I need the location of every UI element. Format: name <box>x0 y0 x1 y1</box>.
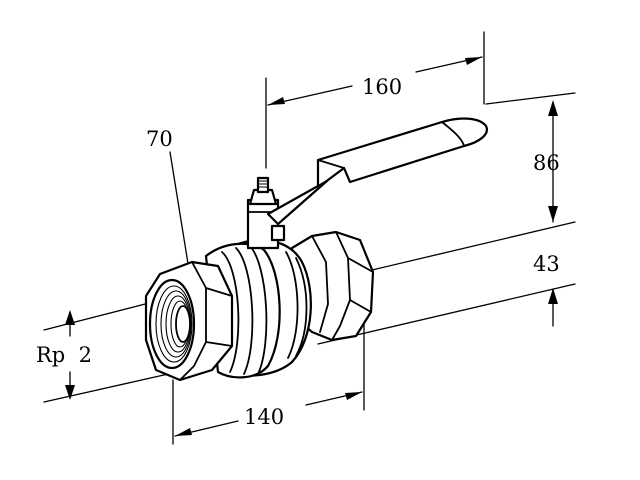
dim-label-thread-size: Rp 2 <box>36 343 92 367</box>
ball-valve <box>144 117 488 382</box>
arrow-86-top <box>548 100 558 116</box>
dim-label-height-above-axis: 86 <box>533 151 560 175</box>
arrow-160-right <box>465 57 482 65</box>
dim-label-height-below-axis: 43 <box>533 252 560 276</box>
arrow-rp-bottom <box>65 385 75 400</box>
arrow-140-left <box>175 428 192 436</box>
dimension-lines <box>43 31 576 445</box>
leader-70 <box>169 151 191 277</box>
lever-handle <box>266 117 488 226</box>
arrow-160-left <box>268 97 285 105</box>
dim-label-across-flats: 70 <box>146 127 173 151</box>
arrow-86-bottom <box>548 206 558 222</box>
threaded-port <box>148 278 196 370</box>
ext-line-top <box>485 92 576 105</box>
ext-line-bottom <box>317 283 576 345</box>
arrow-rp-top <box>65 310 75 325</box>
arrow-43 <box>548 288 558 304</box>
ext-line-rp-bottom <box>43 369 187 403</box>
dimension-labels: 160 86 43 70 Rp 2 140 <box>36 75 560 429</box>
ext-line-axis <box>371 221 576 271</box>
arrow-140-right <box>345 392 362 400</box>
dim-label-body-length: 140 <box>244 405 284 429</box>
dim-label-handle-length: 160 <box>362 75 402 99</box>
